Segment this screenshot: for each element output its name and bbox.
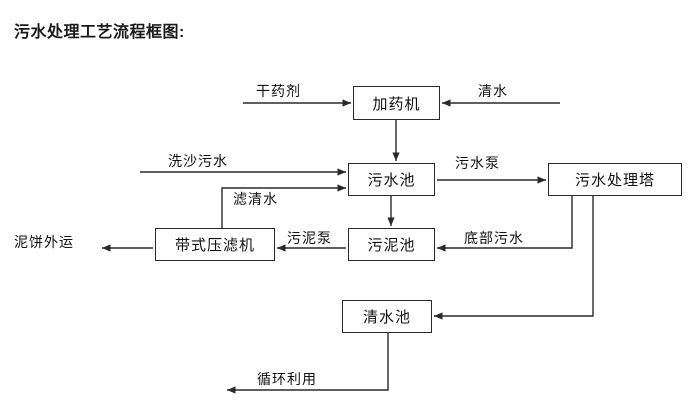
node-dosing-machine-label: 加药机	[372, 95, 421, 113]
edge-label-sand-wash-sewage: 洗沙污水	[168, 153, 228, 169]
edge-label-sewage-pump: 污水泵	[455, 155, 500, 171]
edge-label-filtered-water: 滤清水	[233, 191, 278, 207]
edge-label-clean-water: 清水	[478, 83, 508, 99]
connector-filtered-water-to-sewage-pool	[221, 184, 346, 228]
node-treatment-tower-label: 污水处理塔	[574, 172, 655, 189]
node-sewage-pool-label: 污水池	[367, 172, 416, 189]
node-sewage-pool[interactable]: 污水池	[348, 163, 435, 196]
terminal-label-mud-cake-out: 泥饼外运	[14, 234, 74, 250]
node-belt-filter-press[interactable]: 带式压滤机	[155, 228, 275, 261]
node-clear-water-pool-label: 清水池	[362, 309, 411, 326]
node-treatment-tower[interactable]: 污水处理塔	[548, 163, 682, 196]
node-dosing-machine[interactable]: 加药机	[353, 86, 440, 120]
connector-clear-water-pool-to-recycle-reuse	[227, 333, 389, 394]
node-sludge-pool[interactable]: 污泥池	[348, 228, 435, 261]
connector-treatment-tower-to-clear-water-pool	[434, 196, 594, 320]
edge-label-recycle-reuse: 循环利用	[257, 371, 317, 387]
connector-bottom-sewage-to-sludge-pool	[437, 196, 573, 252]
edge-label-bottom-sewage: 底部污水	[464, 230, 524, 246]
edge-label-dry-chemical: 干药剂	[256, 83, 301, 99]
node-belt-filter-press-label: 带式压滤机	[174, 237, 255, 254]
edge-label-sludge-pump: 污泥泵	[287, 230, 332, 246]
node-sludge-pool-label: 污泥池	[367, 237, 416, 254]
node-clear-water-pool[interactable]: 清水池	[342, 300, 432, 333]
page-title: 污水处理工艺流程框图:	[14, 24, 185, 41]
